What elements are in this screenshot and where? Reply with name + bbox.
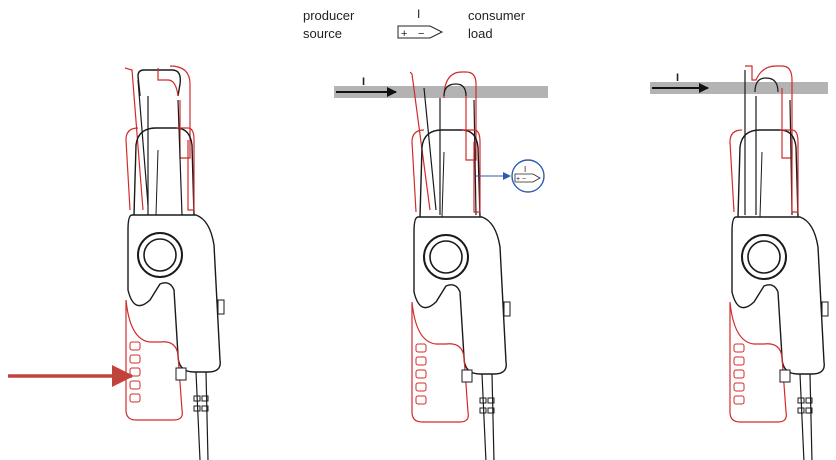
legend-left-line1: producer xyxy=(303,8,355,23)
current-arrow-label: I xyxy=(676,72,679,84)
current-arrow-label: I xyxy=(362,76,365,88)
polarity-indicator-icon: I + − xyxy=(511,159,545,193)
conductor xyxy=(650,82,828,94)
legend-left-line2: source xyxy=(303,26,342,41)
legend-right-line2: load xyxy=(468,26,493,41)
indicator-current-symbol: I xyxy=(524,165,526,174)
legend-minus-symbol: − xyxy=(418,28,424,40)
indicator-polarity-symbol: + − xyxy=(516,176,526,183)
legend-plus-symbol: + xyxy=(401,28,407,40)
panel-closed: I xyxy=(650,65,829,460)
legend: producer source consumer load I + − xyxy=(303,7,526,41)
polarity-symbol-icon: I + − xyxy=(397,7,444,40)
clamp-open-icon xyxy=(124,65,225,460)
clamp-closed-icon xyxy=(729,65,829,460)
legend-current-symbol: I xyxy=(417,7,420,21)
legend-right-line1: consumer xyxy=(468,8,526,23)
clamp-closed-icon xyxy=(409,71,511,460)
panel-measuring: I I + − xyxy=(334,71,548,460)
panel-open-clamp xyxy=(8,65,225,460)
